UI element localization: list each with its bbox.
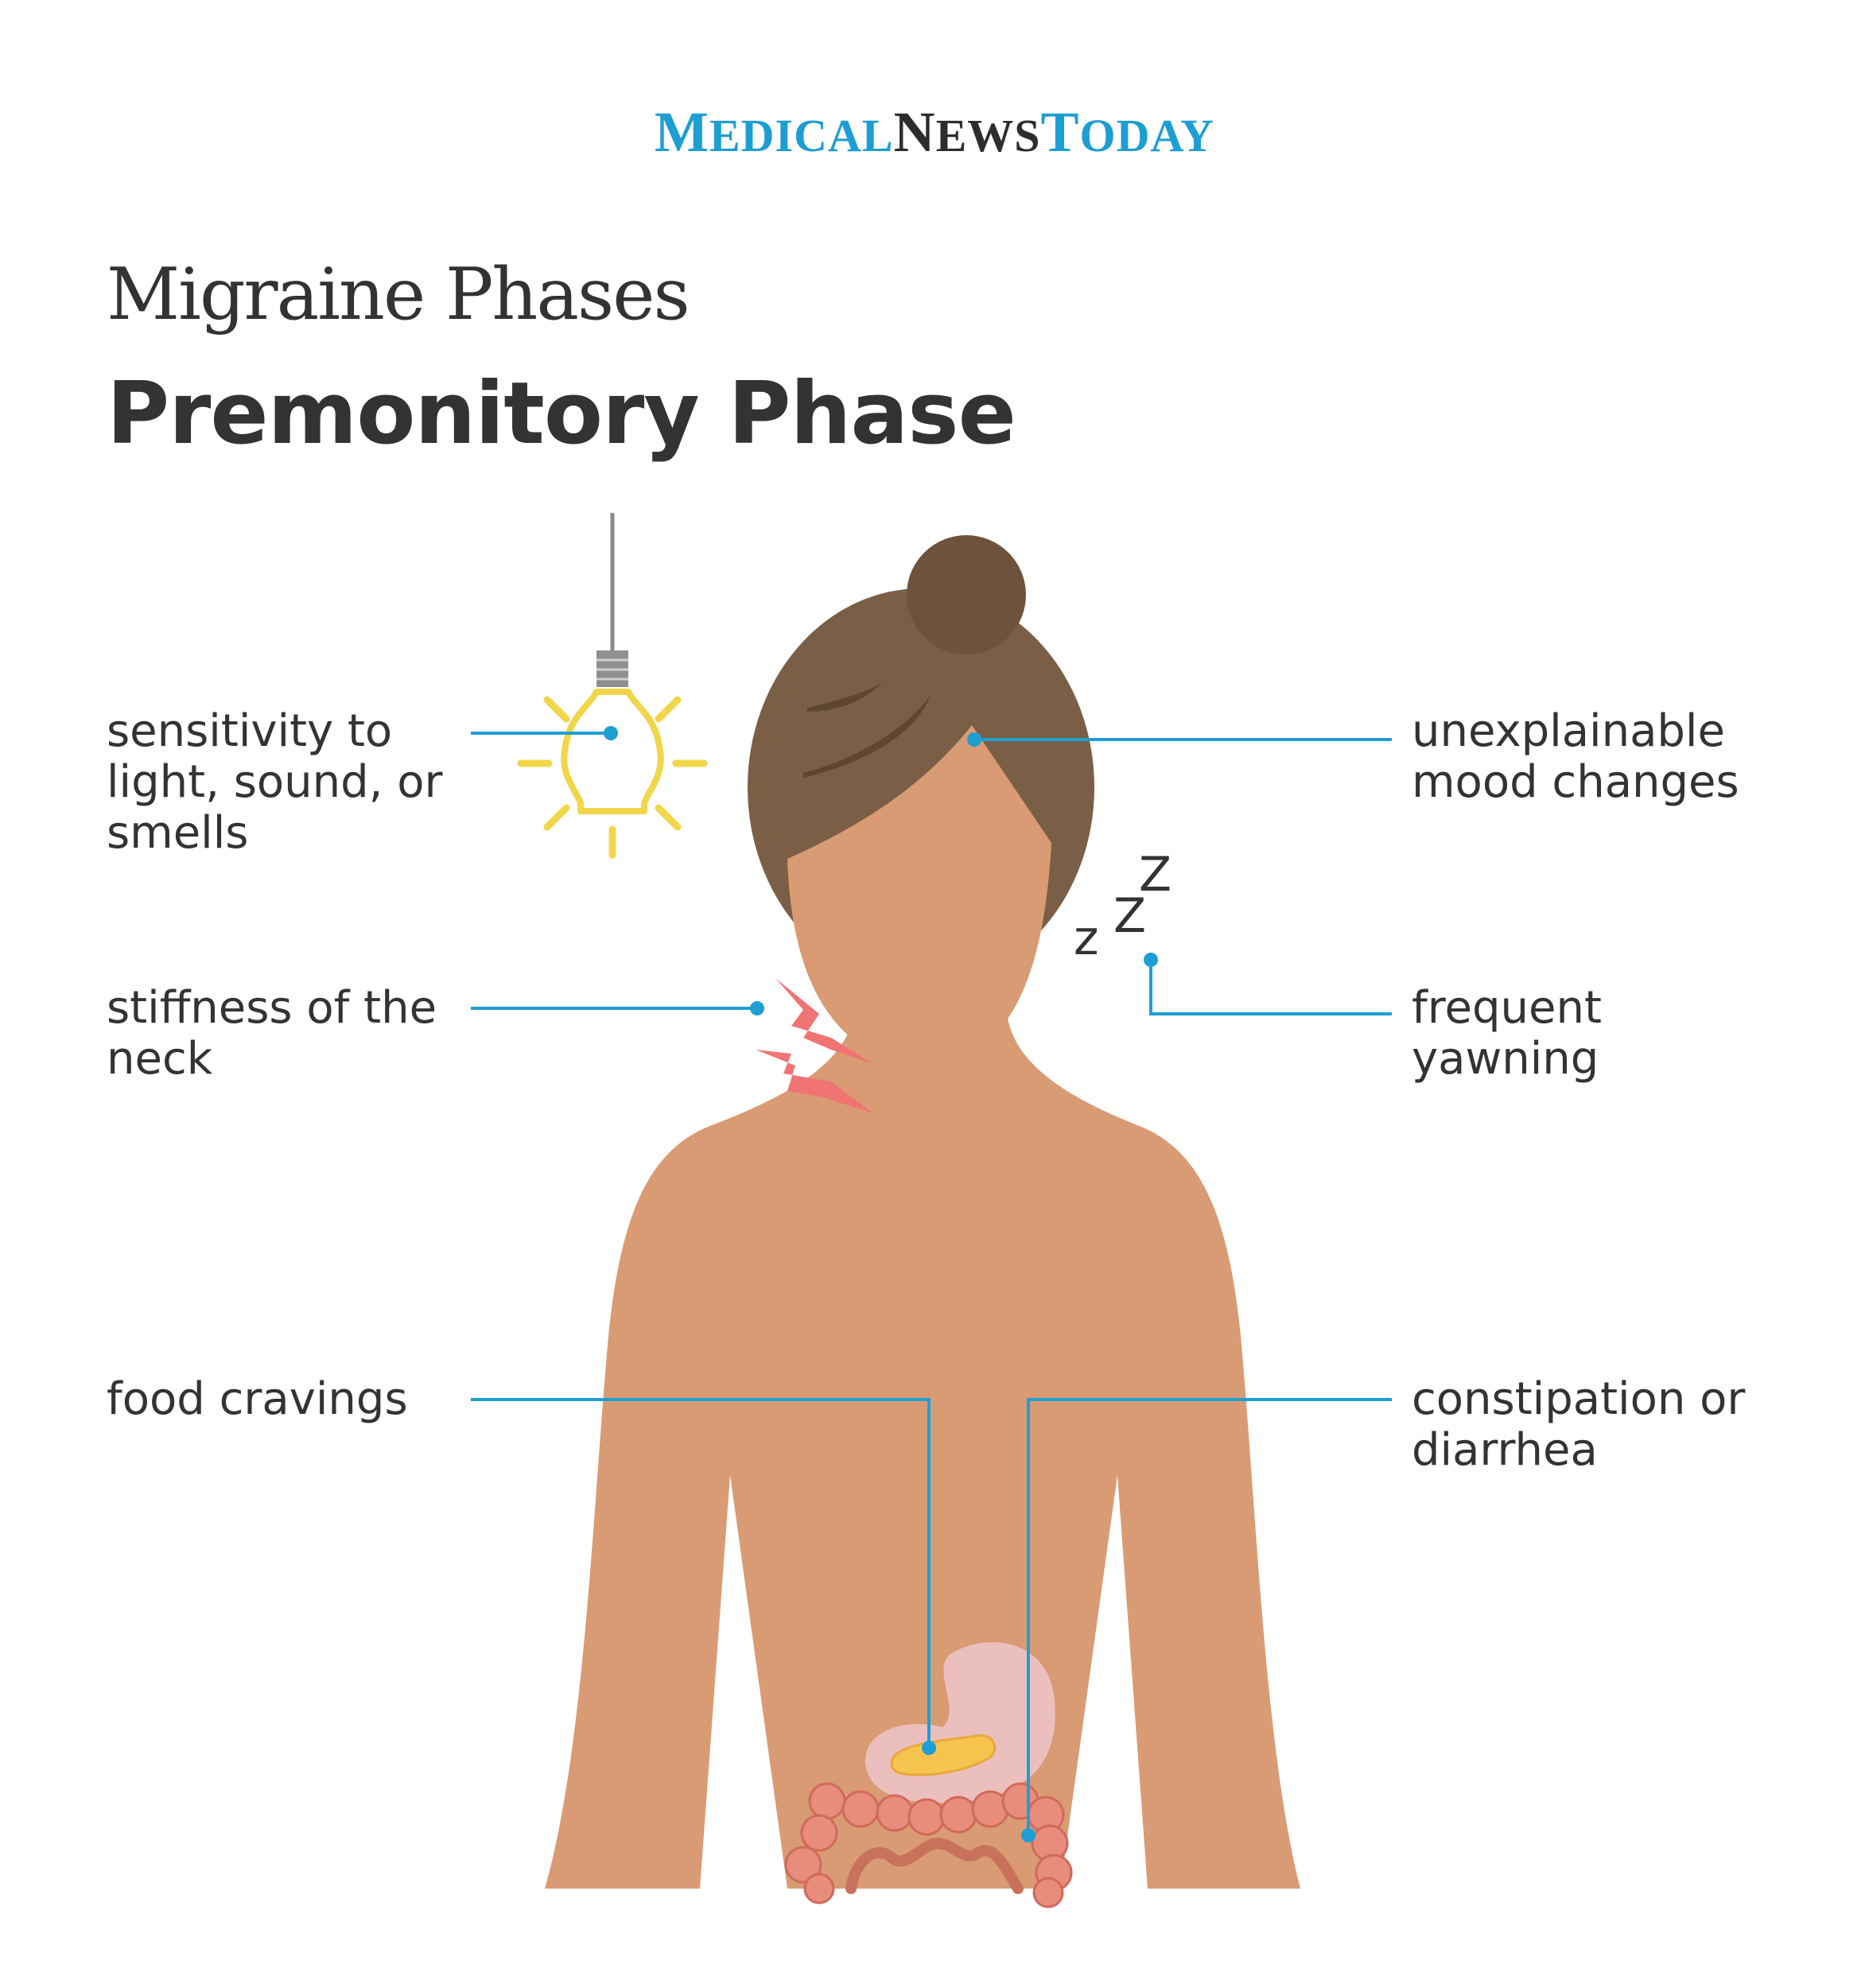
label-food-cravings: food cravings — [107, 1373, 408, 1425]
label-neck-stiffness: stiffness of the neck — [107, 982, 437, 1085]
label-bowel-changes: constipation or diarrhea — [1412, 1373, 1746, 1476]
small-intestine-icon — [845, 1838, 1024, 1894]
brand-n-rest: EWS — [935, 110, 1041, 161]
sleep-letter-2: Z — [1113, 888, 1146, 944]
label-mood-changes: unexplainable mood changes — [1412, 705, 1739, 808]
sleep-z-icon: z Z Z — [1074, 847, 1172, 966]
leader-dots — [604, 726, 1158, 1842]
right-arm-gap — [1060, 1475, 1148, 1889]
sleep-letter-3: Z — [1139, 847, 1172, 903]
page-subtitle: Premonitory Phase — [107, 364, 1016, 464]
intestine-icon — [784, 1782, 1073, 1908]
brand-t-rest: ODAY — [1079, 110, 1214, 161]
pancreas-icon — [890, 1734, 997, 1776]
sleep-letter-1: z — [1074, 911, 1099, 966]
brand-m-rest: EDICAL — [709, 110, 894, 161]
pain-bolt-icon — [756, 978, 873, 1113]
left-arm-gap — [700, 1475, 787, 1889]
label-yawning: frequent yawning — [1412, 982, 1602, 1085]
hair-strand — [803, 696, 931, 778]
hair-strand — [807, 680, 884, 712]
face — [787, 725, 1051, 1070]
page-title: Migraine Phases — [107, 253, 690, 336]
brand-n-initial: N — [893, 100, 936, 164]
leader-lines — [471, 732, 1392, 1833]
label-light-sensitivity: sensitivity to light, sound, or smells — [107, 705, 443, 859]
brand-logo: MEDICALNEWSTODAY — [0, 99, 1869, 165]
hair-bun — [907, 535, 1026, 654]
brand-t-initial: T — [1040, 100, 1080, 164]
brand-m-initial: M — [654, 100, 709, 164]
lightbulb-icon — [517, 513, 708, 859]
